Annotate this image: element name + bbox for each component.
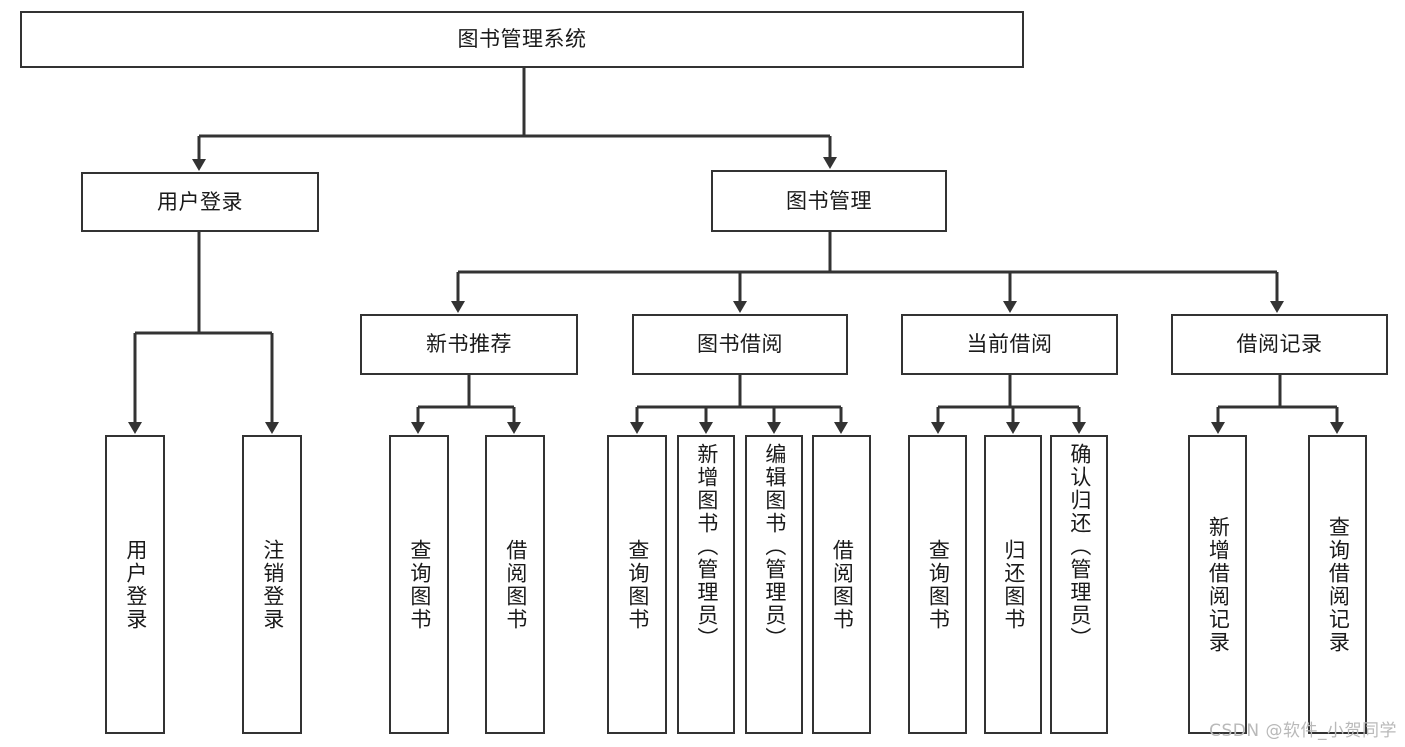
node-leaf-query-book-2-label: 查询图书 — [625, 538, 650, 631]
node-leaf-return-book-label: 归还图书 — [1001, 538, 1026, 631]
node-leaf-query-book-1[interactable]: 查询图书 — [389, 435, 449, 734]
node-leaf-query-record-label: 查询借阅记录 — [1326, 515, 1351, 654]
node-leaf-user-login[interactable]: 用户登录 — [105, 435, 165, 734]
node-leaf-confirm-return-label: 确认归还（管理员） — [1067, 443, 1092, 650]
node-leaf-add-record[interactable]: 新增借阅记录 — [1188, 435, 1247, 734]
node-leaf-add-book-label: 新增图书（管理员） — [694, 443, 719, 650]
node-leaf-logout-label: 注销登录 — [260, 538, 285, 631]
node-leaf-borrow-book-1-label: 借阅图书 — [503, 538, 528, 631]
node-leaf-add-book[interactable]: 新增图书（管理员） — [677, 435, 735, 734]
node-leaf-query-book-3-label: 查询图书 — [926, 538, 951, 631]
node-leaf-borrow-book-1[interactable]: 借阅图书 — [485, 435, 545, 734]
node-new-book-rec[interactable]: 新书推荐 — [360, 314, 578, 375]
node-leaf-logout[interactable]: 注销登录 — [242, 435, 302, 734]
node-leaf-query-book-1-label: 查询图书 — [407, 538, 432, 631]
node-book-manage[interactable]: 图书管理 — [711, 170, 947, 232]
node-leaf-query-book-3[interactable]: 查询图书 — [908, 435, 967, 734]
node-leaf-add-record-label: 新增借阅记录 — [1206, 515, 1231, 654]
node-leaf-return-book[interactable]: 归还图书 — [984, 435, 1042, 734]
node-root[interactable]: 图书管理系统 — [20, 11, 1024, 68]
node-leaf-borrow-book-2[interactable]: 借阅图书 — [812, 435, 871, 734]
node-current-borrow-label: 当前借阅 — [966, 332, 1053, 357]
csdn-watermark: CSDN @软件_小贺同学 — [1209, 721, 1397, 741]
node-book-borrow[interactable]: 图书借阅 — [632, 314, 848, 375]
node-leaf-edit-book[interactable]: 编辑图书（管理员） — [745, 435, 803, 734]
node-book-borrow-label: 图书借阅 — [697, 332, 783, 357]
node-leaf-borrow-book-2-label: 借阅图书 — [830, 538, 855, 631]
node-root-label: 图书管理系统 — [457, 27, 587, 52]
node-leaf-user-login-label: 用户登录 — [123, 538, 148, 631]
node-book-manage-label: 图书管理 — [786, 188, 872, 213]
node-leaf-query-record[interactable]: 查询借阅记录 — [1308, 435, 1367, 734]
node-user-login-label: 用户登录 — [157, 189, 243, 214]
node-leaf-query-book-2[interactable]: 查询图书 — [607, 435, 667, 734]
node-user-login[interactable]: 用户登录 — [81, 172, 319, 232]
node-new-book-rec-label: 新书推荐 — [426, 332, 512, 357]
node-current-borrow[interactable]: 当前借阅 — [901, 314, 1118, 375]
node-leaf-edit-book-label: 编辑图书（管理员） — [762, 443, 787, 650]
node-leaf-confirm-return[interactable]: 确认归还（管理员） — [1050, 435, 1108, 734]
node-borrow-record[interactable]: 借阅记录 — [1171, 314, 1388, 375]
node-borrow-record-label: 借阅记录 — [1236, 332, 1323, 357]
